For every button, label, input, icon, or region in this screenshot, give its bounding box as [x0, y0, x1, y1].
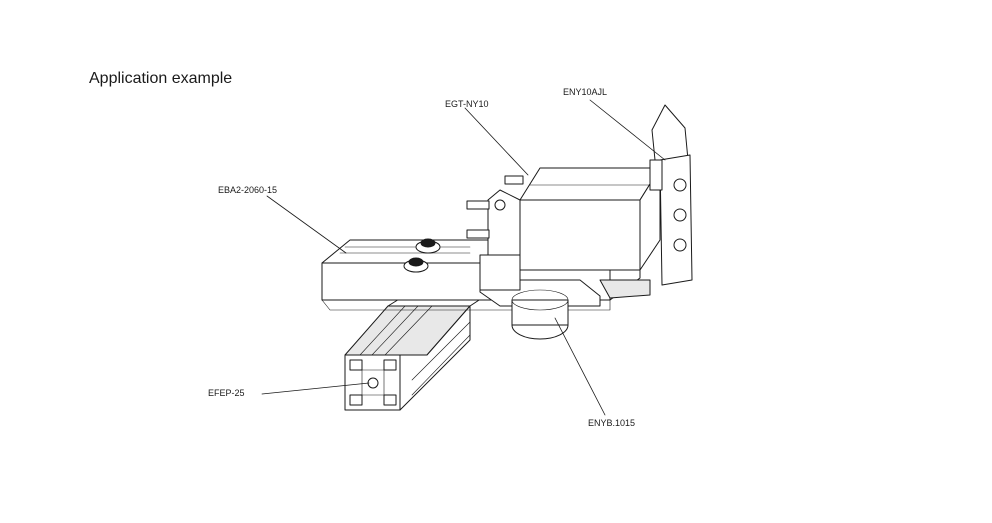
leader-lines — [261, 99, 666, 416]
leader-efep — [261, 382, 370, 395]
gripper-body — [466, 167, 661, 291]
mounting-screws — [403, 238, 441, 273]
callout-efep-25: EFEP-25 — [208, 388, 245, 398]
callout-eny10ajl: ENY10AJL — [563, 87, 608, 97]
callout-eba2-2060-15: EBA2-2060-15 — [218, 185, 278, 195]
leader-egt — [464, 107, 529, 176]
leader-eny10 — [589, 99, 666, 161]
leader-eba2 — [266, 195, 347, 254]
leader-enyb — [554, 317, 606, 416]
callout-enyb-1015: ENYB.1015 — [588, 418, 636, 428]
page-title: Application example — [89, 70, 233, 87]
aluminium-profile — [344, 282, 506, 411]
gripper-finger — [599, 104, 693, 299]
callout-egt-ny10: EGT-NY10 — [445, 99, 489, 109]
